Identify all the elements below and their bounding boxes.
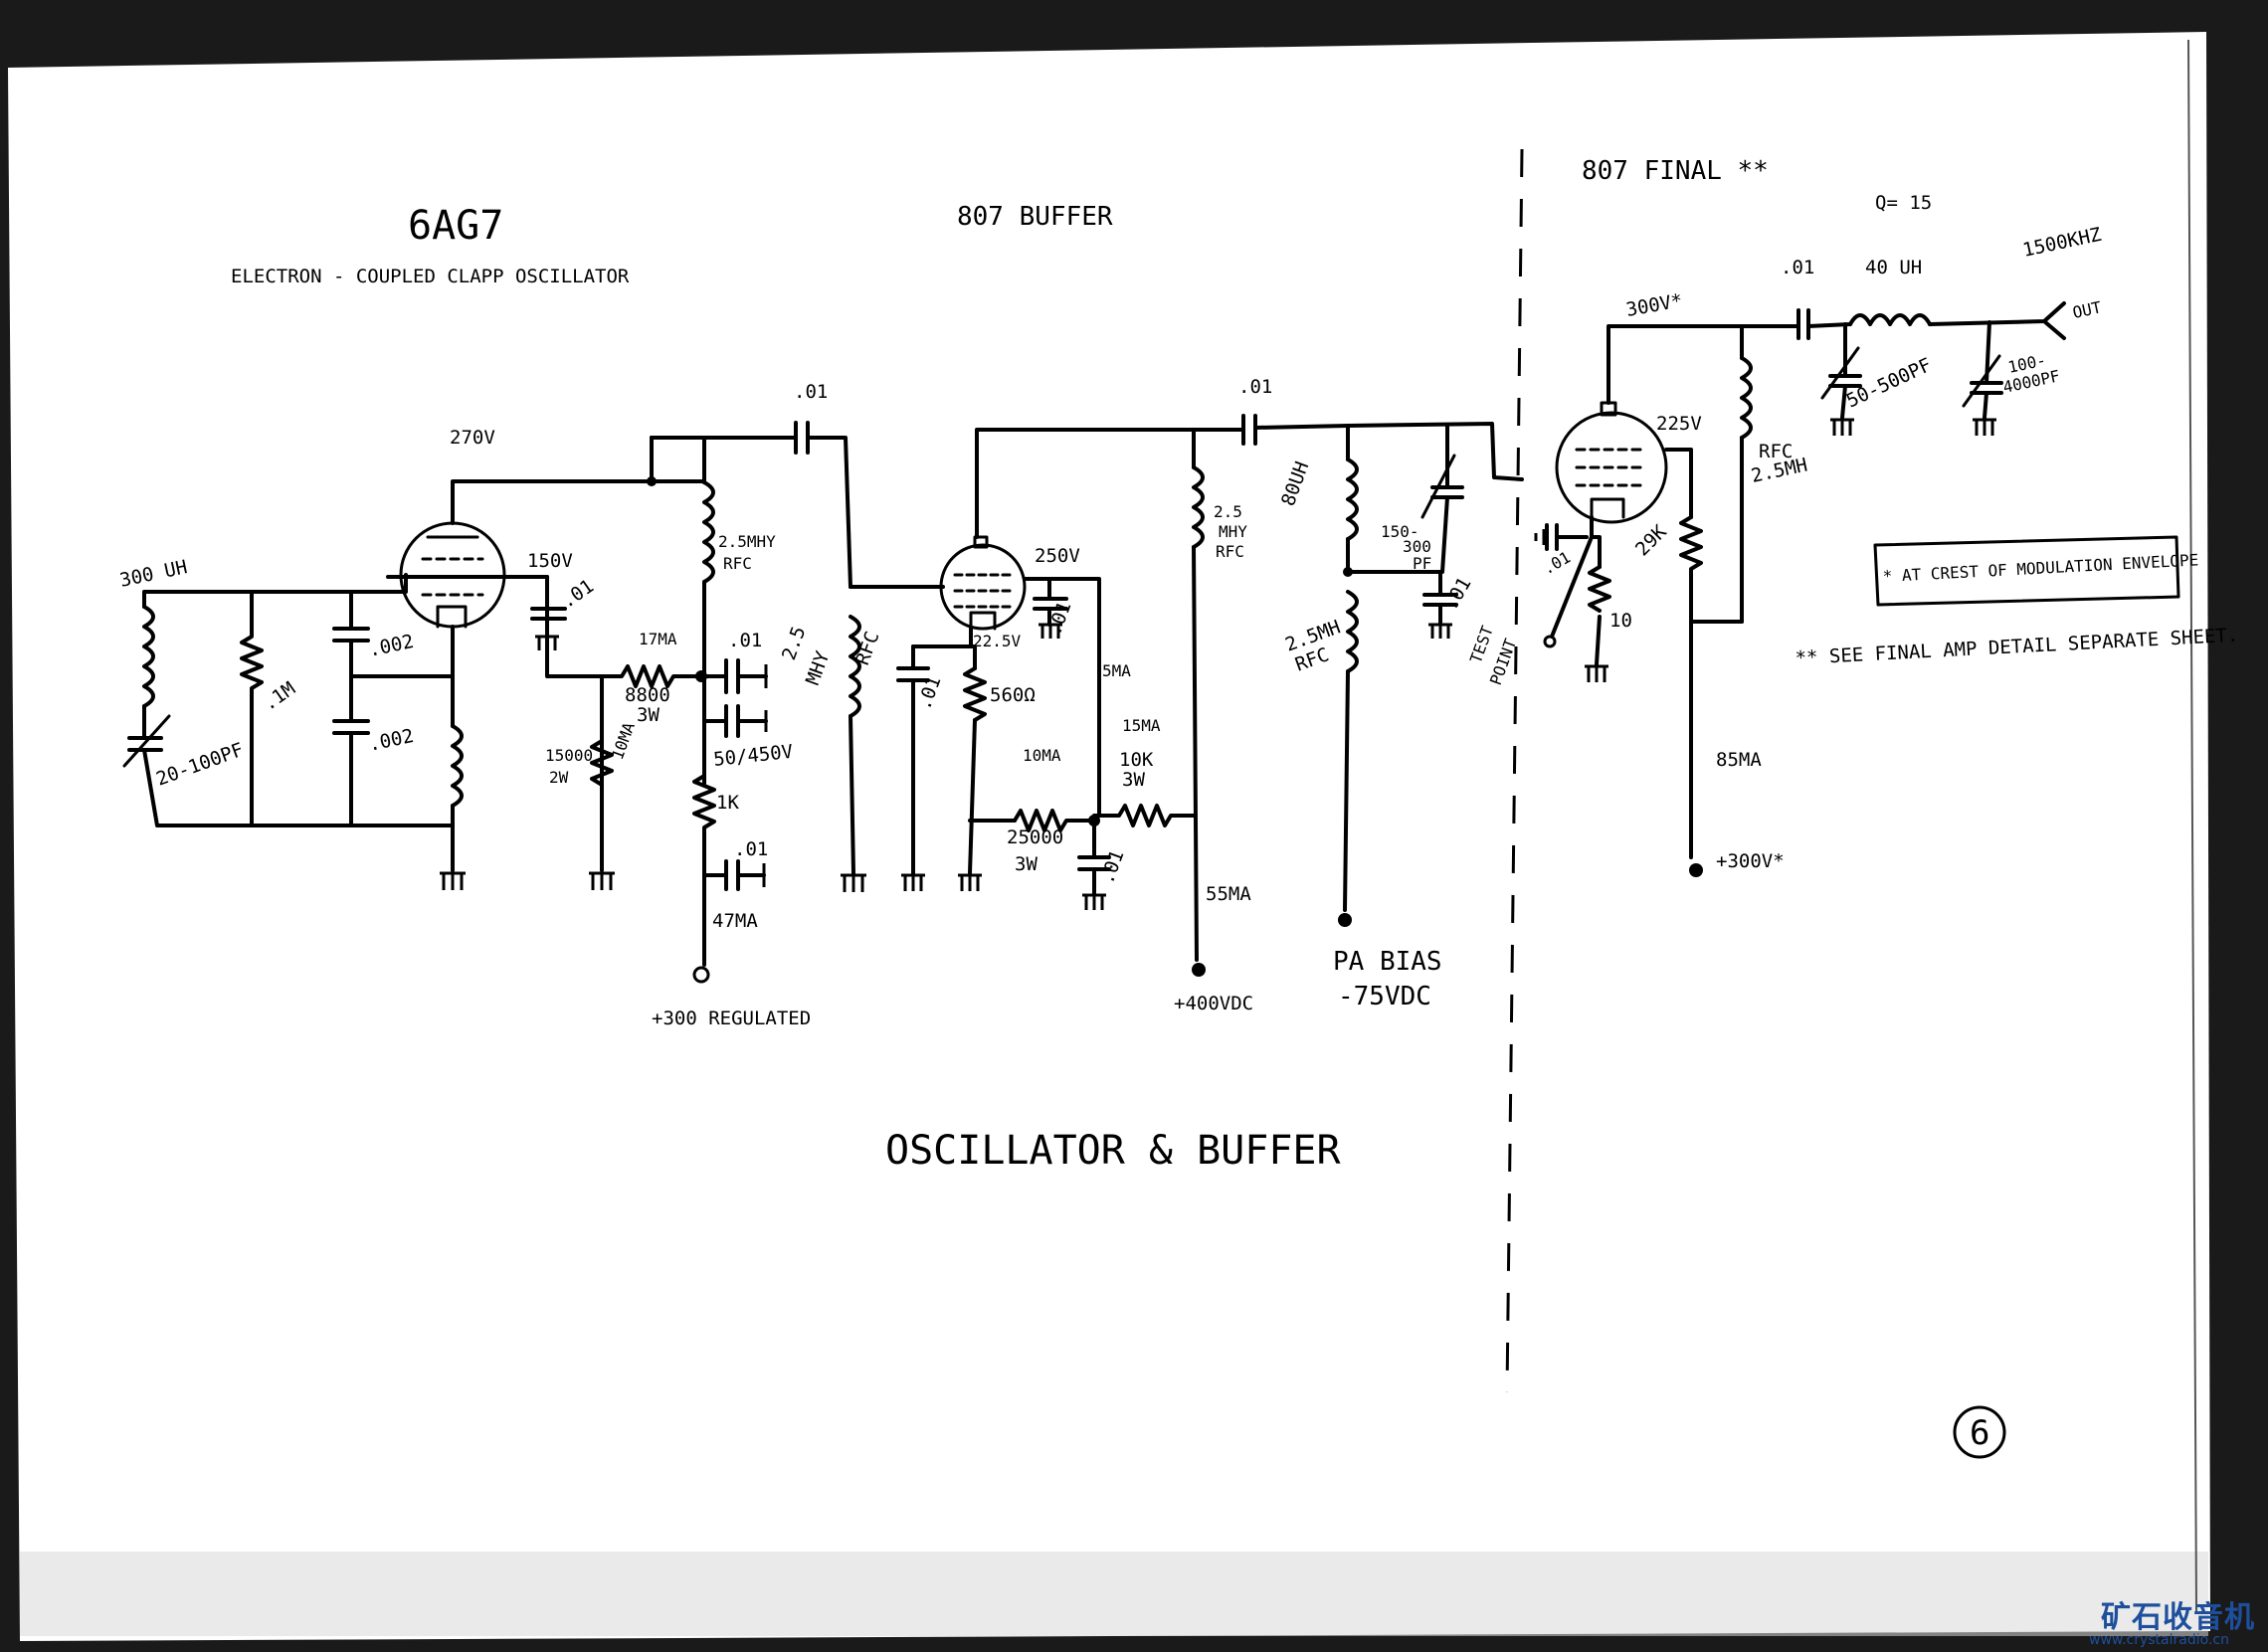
rfc-bias bbox=[1346, 590, 1359, 673]
res-1k bbox=[692, 774, 716, 877]
label-8800-w: 3W bbox=[637, 704, 660, 726]
label-pa-bias-v: -75VDC bbox=[1338, 982, 1431, 1011]
label-25000-w: 3W bbox=[1015, 853, 1038, 875]
label-01-couple1: .01 bbox=[794, 381, 828, 403]
res-15000 bbox=[590, 739, 614, 787]
res-560 bbox=[963, 666, 987, 722]
page-number: 6 bbox=[1970, 1413, 1989, 1453]
label-150-300-c: PF bbox=[1413, 554, 1431, 573]
test-point bbox=[1543, 635, 1557, 648]
coil-300uh bbox=[142, 605, 155, 708]
rfc-plate bbox=[1192, 465, 1205, 549]
terminal-400vdc bbox=[1192, 963, 1206, 977]
label-300v-final: +300V* bbox=[1716, 850, 1785, 872]
label-55ma: 55MA bbox=[1206, 883, 1251, 905]
scan-shadow bbox=[20, 1552, 2208, 1636]
page-number-circle bbox=[1953, 1405, 2006, 1459]
label-150-300-a: 150- bbox=[1381, 522, 1419, 541]
label-150-300-b: 300 bbox=[1403, 537, 1431, 556]
label-pa-bias: PA BIAS bbox=[1333, 947, 1442, 977]
terminal-pa-bias bbox=[1338, 913, 1352, 927]
watermark-site-name: 矿石收音机 bbox=[2101, 1600, 2255, 1635]
diagram-title: OSCILLATOR & BUFFER bbox=[885, 1128, 1341, 1174]
terminal-300v-final bbox=[1689, 863, 1703, 877]
tube-807-buffer bbox=[939, 543, 1027, 631]
label-22-5v: 22.5V bbox=[973, 632, 1022, 650]
label-rfc-25mhy: 2.5MHY bbox=[718, 532, 776, 551]
res-8800 bbox=[600, 664, 703, 688]
label-q15: Q= 15 bbox=[1875, 192, 1932, 214]
label-rfc-plate-1: 2.5 bbox=[1214, 502, 1242, 521]
label-01-b: .01 bbox=[734, 838, 768, 860]
label-5ma: 5MA bbox=[1102, 661, 1131, 680]
coil-80uh bbox=[1346, 458, 1359, 541]
label-400vdc: +400VDC bbox=[1174, 993, 1253, 1014]
tube-807-final bbox=[1555, 411, 1668, 524]
coil-40uh bbox=[1848, 313, 1932, 326]
label-40uh: 40 UH bbox=[1865, 257, 1922, 278]
label-17ma: 17MA bbox=[639, 630, 677, 648]
rfc-2-5mhy bbox=[702, 480, 715, 584]
label-15000: 15000 bbox=[545, 746, 593, 765]
label-10: 10 bbox=[1609, 610, 1632, 632]
label-250v: 250V bbox=[1035, 545, 1080, 567]
res-10k bbox=[1092, 804, 1196, 827]
label-01-a: .01 bbox=[728, 630, 762, 651]
label-560: 560Ω bbox=[990, 684, 1036, 706]
label-8800: 8800 bbox=[625, 684, 670, 706]
label-01-out: .01 bbox=[1781, 257, 1814, 278]
label-rfc-final-1: RFC bbox=[1759, 441, 1793, 462]
res-10 bbox=[1588, 565, 1611, 613]
rfc-grid bbox=[849, 615, 861, 718]
label-01-couple2: .01 bbox=[1238, 376, 1272, 398]
label-rfc-plate-3: RFC bbox=[1216, 542, 1244, 561]
res-1m bbox=[240, 590, 264, 827]
label-rfc-25mhy-b: RFC bbox=[723, 554, 752, 573]
rfc-final bbox=[1740, 356, 1753, 440]
label-300-regulated: +300 REGULATED bbox=[652, 1008, 811, 1029]
label-270v: 270V bbox=[450, 427, 495, 449]
paper-sheet bbox=[8, 32, 2210, 1641]
label-10ma-b: 10MA bbox=[1023, 746, 1061, 765]
label-15ma: 15MA bbox=[1122, 716, 1161, 735]
res-29k bbox=[1679, 515, 1703, 624]
label-25000: 25000 bbox=[1007, 826, 1063, 848]
section-divider bbox=[1505, 148, 1524, 1393]
watermark-url: www.crystalradio.cn bbox=[2089, 1632, 2229, 1648]
label-1k: 1K bbox=[716, 792, 739, 814]
label-225v: 225V bbox=[1656, 413, 1702, 435]
label-rfc-plate-2: MHY bbox=[1219, 522, 1247, 541]
osc-tube-label: 6AG7 bbox=[408, 203, 503, 249]
label-10k: 10K bbox=[1119, 749, 1154, 771]
label-15000-w: 2W bbox=[549, 768, 569, 787]
label-150v: 150V bbox=[527, 550, 573, 572]
label-10k-w: 3W bbox=[1122, 769, 1145, 791]
terminal-300-regulated bbox=[692, 966, 710, 984]
note-box bbox=[1873, 535, 2180, 607]
paper-edge bbox=[2187, 39, 2197, 1612]
buffer-tube-label: 807 BUFFER bbox=[957, 202, 1113, 232]
label-85ma: 85MA bbox=[1716, 749, 1762, 771]
osc-description: ELECTRON - COUPLED CLAPP OSCILLATOR bbox=[231, 266, 630, 287]
label-47ma: 47MA bbox=[712, 910, 758, 932]
res-25000 bbox=[1013, 809, 1096, 832]
final-tube-label: 807 FINAL ** bbox=[1582, 156, 1769, 186]
